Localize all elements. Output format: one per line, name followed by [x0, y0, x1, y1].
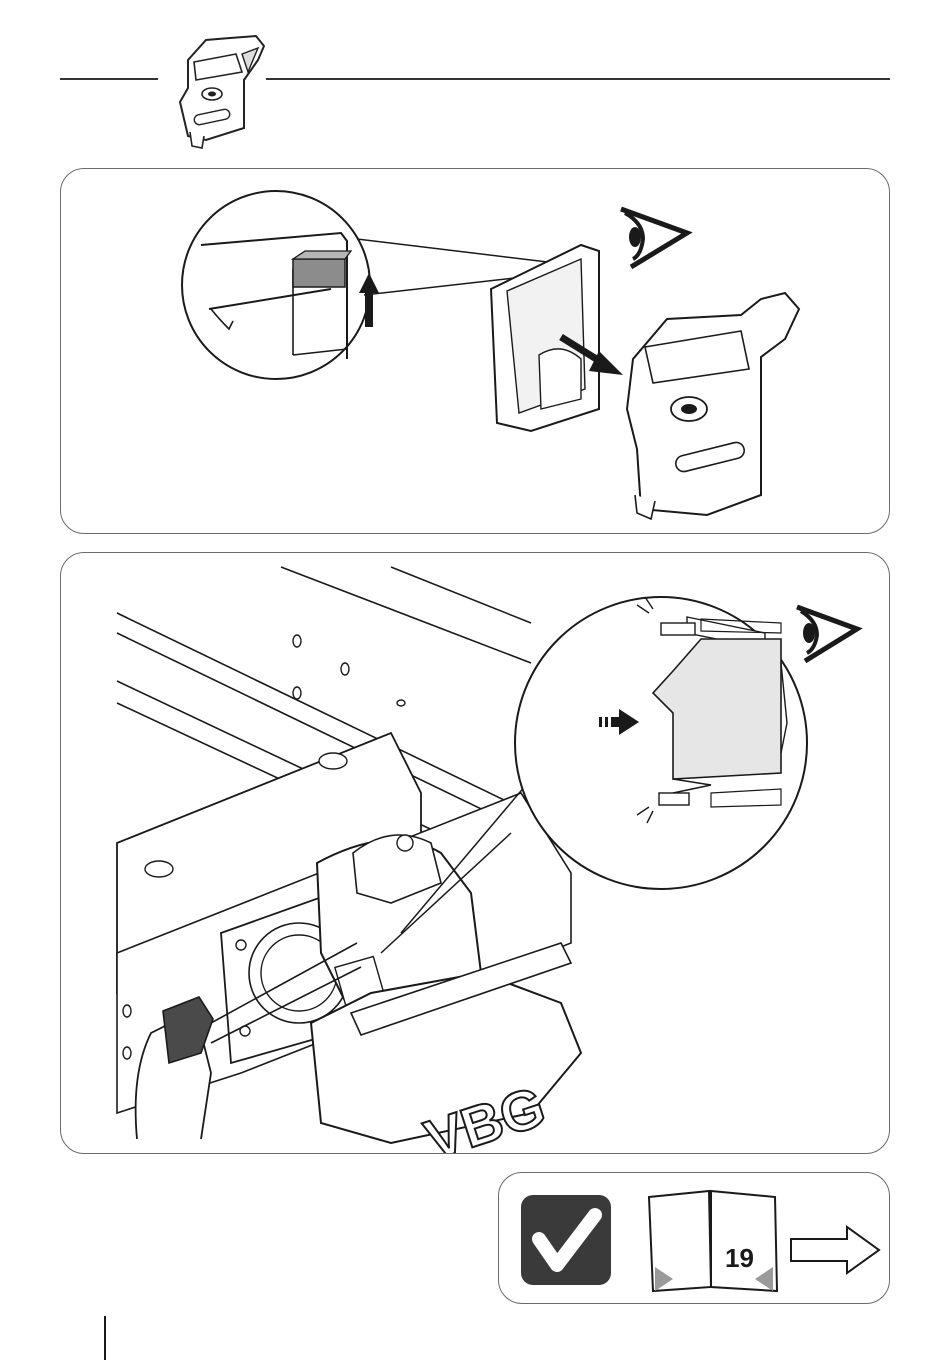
eye-icon: [621, 209, 687, 267]
checkmark-icon: [521, 1195, 611, 1285]
panel2-illustration: VBG: [61, 553, 889, 1153]
panel-install-unit: VBG: [60, 552, 890, 1154]
right-arrow-icon[interactable]: [789, 1223, 883, 1277]
header-rule-left: [60, 78, 158, 80]
header-rule-right: [266, 78, 890, 80]
manual-book-icon: 19: [645, 1187, 781, 1295]
panel-detach-cover: [60, 168, 890, 534]
panel-next-step: 19: [498, 1172, 890, 1304]
eye-icon-2: [797, 607, 857, 661]
coupling-housing-icon: [166, 32, 270, 152]
page-reference: 19: [725, 1243, 754, 1274]
panel1-illustration: [61, 169, 889, 533]
page-edge-marker: [104, 1316, 106, 1360]
